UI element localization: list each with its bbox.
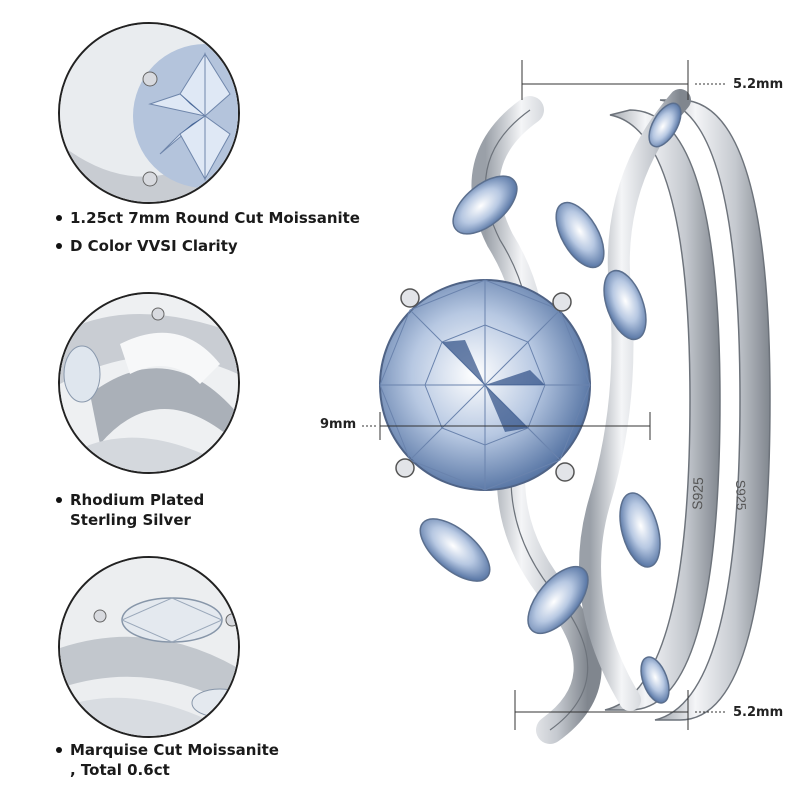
stone-diameter-label: 9mm: [320, 417, 357, 432]
bullet-icon: [56, 747, 62, 753]
marquise-detail-circle: [58, 556, 240, 738]
round-moissanite-closeup-icon: [60, 24, 238, 202]
dimension-lines: [362, 60, 725, 730]
round-stone-detail-circle: [58, 22, 240, 204]
bullet-icon: [56, 243, 62, 249]
rhodium-band-closeup-icon: [60, 294, 238, 472]
bullet-icon: [56, 497, 62, 503]
ring-set-icon: S925 S925: [362, 60, 771, 744]
engraving-text: S925: [689, 477, 706, 510]
marquise-closeup-icon: [60, 558, 238, 736]
bullet-icon: [56, 215, 62, 221]
feature-item: Rhodium Plated Sterling Silver: [56, 490, 276, 530]
band-detail-circle: [58, 292, 240, 474]
bottom-band-width-label: 5.2mm: [733, 705, 784, 720]
top-band-width-label: 5.2mm: [733, 77, 784, 92]
feature-item: D Color VVSI Clarity: [56, 236, 238, 256]
feature-item: 1.25ct 7mm Round Cut Moissanite: [56, 208, 360, 228]
engraving-text: S925: [733, 480, 749, 511]
feature-item: Marquise Cut Moissanite , Total 0.6ct: [56, 740, 286, 780]
